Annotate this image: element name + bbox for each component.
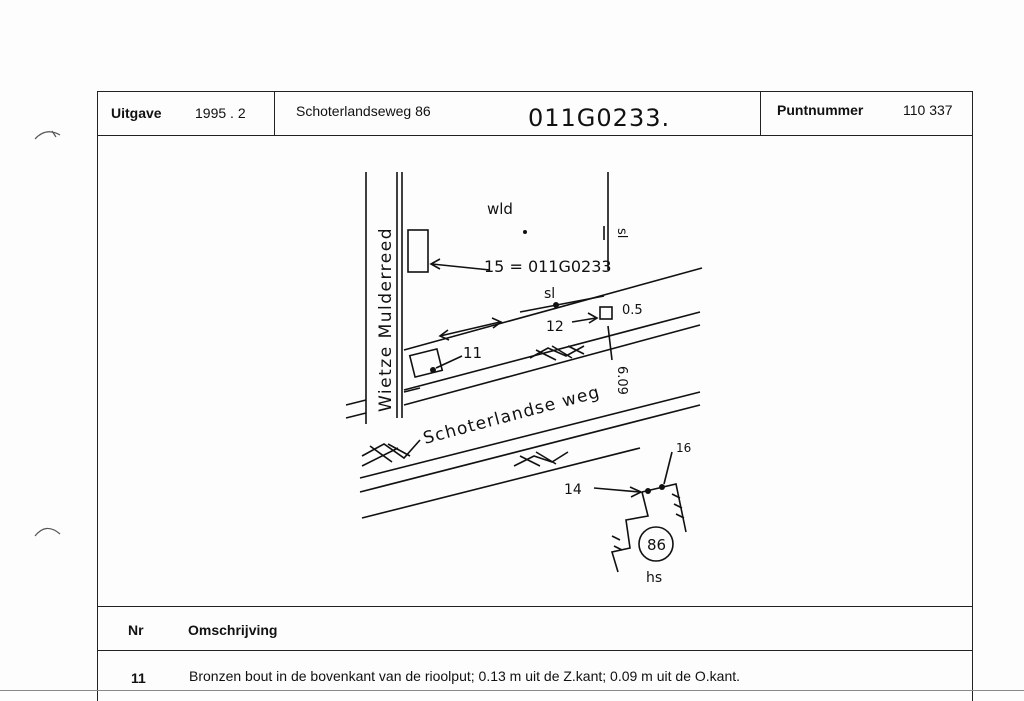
point-11-label: 11: [463, 344, 482, 362]
road-line-3: [403, 324, 701, 406]
punch-mark-top-icon: [34, 130, 61, 140]
puntnummer-label: Puntnummer: [777, 102, 864, 118]
house-outline: [610, 483, 687, 573]
handwritten-code: 011G0233.: [528, 104, 671, 132]
road-line-1: [403, 267, 703, 351]
point-15-label: 15 = 011G0233: [484, 257, 612, 276]
hs-label: hs: [646, 570, 662, 586]
measure-line-horizontal: [439, 321, 501, 337]
road-line-6: [359, 391, 701, 479]
road-line-4: [345, 399, 367, 406]
house-hatch: [611, 493, 685, 551]
rioolput-11: [408, 347, 444, 379]
arrow-11: [435, 355, 463, 369]
point-12-label: 12: [546, 319, 564, 335]
arrow-12: [571, 317, 597, 323]
distance-05-label: 0.5: [622, 303, 643, 318]
house-number-label: 86: [647, 536, 666, 554]
uitgave-label: Uitgave: [111, 105, 162, 121]
punch-mark-bottom-icon: [34, 527, 61, 537]
col-desc-header: Omschrijving: [188, 622, 278, 638]
house-number-circle: [638, 526, 674, 562]
distance-609-label: 6.09: [614, 366, 629, 395]
col-nr-header: Nr: [128, 622, 144, 638]
road-line-5: [345, 412, 367, 419]
arrow-14: [593, 487, 641, 493]
vertical-street-arrow: [403, 387, 421, 393]
page-bottom-edge: [0, 690, 1024, 691]
wld-label: wld: [487, 200, 513, 218]
row-nr: 11: [131, 670, 146, 686]
box-12: [599, 306, 613, 320]
sl-line: [519, 295, 605, 313]
table-top-border: [97, 606, 973, 607]
header-bottom-border: [97, 135, 973, 136]
table-header-bottom-border: [97, 650, 973, 651]
header-divider-2: [760, 91, 761, 135]
arrow-15: [431, 263, 491, 271]
hatch-3: [513, 451, 569, 467]
point-14-label: 14: [564, 482, 582, 498]
hatch-2: [361, 439, 421, 467]
road-line-7: [359, 404, 701, 493]
meter-cabinet: [407, 229, 429, 273]
uitgave-value: 1995 . 2: [195, 105, 246, 121]
puntnummer-value: 110 337: [903, 102, 953, 118]
form-frame: [97, 91, 973, 701]
sl-right-label: sl: [614, 228, 629, 238]
sl-mid-label: sl: [544, 286, 555, 302]
row-desc: Bronzen bout in de bovenkant van de rioo…: [189, 668, 741, 684]
vertical-street-label: Wietze Mulderreed: [376, 227, 396, 412]
dim-609: [607, 325, 613, 361]
road-line-2: [403, 311, 701, 391]
arrow-16: [663, 451, 673, 485]
location-sketch: Wietze Mulderreed Schoterlandse weg wld …: [345, 172, 703, 586]
address-text: Schoterlandseweg 86: [296, 103, 431, 119]
road-line-8: [361, 447, 641, 519]
header-divider-1: [274, 91, 275, 135]
hatch-1: [529, 345, 585, 361]
point-16-label: 16: [676, 441, 691, 455]
